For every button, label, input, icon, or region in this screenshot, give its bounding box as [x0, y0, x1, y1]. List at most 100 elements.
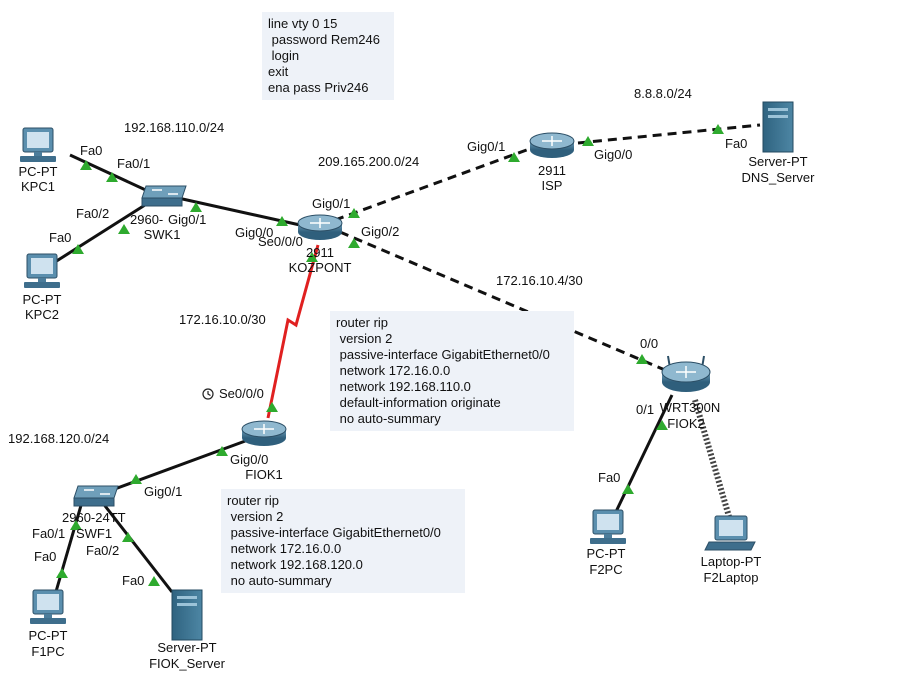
pc-f1pc[interactable]	[30, 589, 66, 624]
wireless-router-icon	[661, 355, 711, 392]
router-icon	[297, 214, 343, 240]
note-line: default-information originate	[336, 395, 501, 410]
port-status-icon	[622, 484, 634, 494]
device-name: DNS_Server	[742, 170, 816, 185]
port-status-icon	[130, 474, 142, 484]
network-label: 8.8.8.0/24	[634, 86, 692, 101]
port-label: Gig0/0	[594, 147, 632, 162]
port-label: Fa0/2	[76, 206, 109, 221]
device-name: FIOK1	[245, 467, 283, 482]
port-label: Fa0	[49, 230, 71, 245]
device-name: FIOK2	[667, 416, 705, 431]
port-label: Gig0/1	[168, 212, 206, 227]
link-kpc1-swk1[interactable]	[69, 153, 151, 194]
server-icon	[171, 589, 203, 641]
device-type: PC-PT	[19, 164, 58, 179]
port-status-icon	[656, 420, 668, 430]
note-line: no auto-summary	[227, 573, 332, 588]
link-kozpont-fiok1-serial[interactable]	[266, 244, 320, 419]
pc-f2pc[interactable]	[590, 509, 626, 544]
network-label: 172.16.10.0/30	[179, 312, 266, 327]
port-indicators	[56, 124, 724, 586]
port-label: Fa0	[34, 549, 56, 564]
link-kozpont-isp[interactable]	[334, 146, 533, 222]
device-labels: PC-PT KPC1 PC-PT KPC2 2960- SWK1 2911 KO…	[19, 154, 816, 671]
port-status-icon	[266, 402, 278, 412]
device-type: 2960-24TT	[62, 510, 126, 525]
port-status-icon	[118, 224, 130, 234]
port-label: Fa0/2	[86, 543, 119, 558]
note-line: exit	[268, 64, 289, 79]
device-name: KOZPONT	[289, 260, 352, 275]
port-status-icon	[216, 446, 228, 456]
port-status-icon	[582, 136, 594, 146]
port-label: Gig0/0	[235, 225, 273, 240]
port-label: Se0/0/0	[219, 386, 264, 401]
switch-swk1[interactable]	[141, 185, 187, 207]
network-label: 192.168.120.0/24	[8, 431, 109, 446]
port-label: 0/1	[636, 402, 654, 417]
port-label: Gig0/1	[467, 139, 505, 154]
note-line: version 2	[227, 509, 284, 524]
server-dns[interactable]	[762, 101, 794, 153]
port-label: Gig0/2	[361, 224, 399, 239]
device-type: WRT300N	[660, 400, 720, 415]
port-status-icon	[348, 208, 360, 218]
device-name: F2Laptop	[704, 570, 759, 585]
note-rip-kozpont: router rip version 2 passive-interface G…	[330, 311, 574, 431]
device-name: F2PC	[589, 562, 622, 577]
port-label: Fa0/1	[117, 156, 150, 171]
switch-icon	[141, 185, 187, 207]
port-status-icon	[508, 152, 520, 162]
clock-icon	[202, 388, 214, 400]
port-status-icon	[190, 202, 202, 212]
laptop-f2laptop[interactable]	[704, 515, 756, 551]
router-fiok2[interactable]	[661, 355, 711, 392]
server-fiok[interactable]	[171, 589, 203, 641]
port-status-icon	[122, 532, 134, 542]
device-type: PC-PT	[587, 546, 626, 561]
port-status-icon	[148, 576, 160, 586]
link-swf1-f1pc[interactable]	[53, 501, 84, 596]
link-kpc2-swk1[interactable]	[54, 203, 146, 264]
pc-kpc1[interactable]	[20, 127, 56, 162]
device-name: SWF1	[76, 526, 112, 541]
device-name: FIOK_Server	[149, 656, 226, 671]
device-name: ISP	[542, 178, 563, 193]
note-line: line vty 0 15	[268, 16, 338, 31]
laptop-icon	[704, 515, 756, 551]
port-labels: Fa0 Fa0/1 Fa0/2 Fa0 Gig0/1 Gig0/0 Gig0/1…	[32, 136, 747, 588]
network-labels: 192.168.110.0/24 209.165.200.0/24 8.8.8.…	[8, 86, 692, 446]
note-line: login	[268, 48, 300, 63]
link-swf1-server[interactable]	[100, 501, 174, 593]
pc-kpc2[interactable]	[24, 253, 60, 288]
router-isp[interactable]	[529, 132, 575, 158]
port-status-icon	[106, 172, 118, 182]
device-type: PC-PT	[29, 628, 68, 643]
note-line: ena pass Priv246	[268, 80, 369, 95]
link-fiok2-f2pc[interactable]	[610, 394, 674, 521]
network-label: 192.168.110.0/24	[124, 120, 224, 135]
device-name: KPC1	[21, 179, 55, 194]
device-name: KPC2	[25, 307, 59, 322]
device-type: Laptop-PT	[701, 554, 762, 569]
network-label: 209.165.200.0/24	[318, 154, 419, 169]
link-isp-dns[interactable]	[577, 123, 761, 145]
note-line: router rip	[227, 493, 280, 508]
device-type: 2960-	[130, 212, 163, 227]
link-fiok2-laptop-wireless[interactable]	[692, 399, 733, 521]
note-rip-fiok1: router rip version 2 passive-interface G…	[221, 489, 465, 593]
pc-icon	[24, 253, 60, 288]
device-name: F1PC	[31, 644, 64, 659]
port-status-icon	[70, 520, 82, 530]
port-status-icon	[276, 216, 288, 226]
device-type: 2911	[538, 163, 566, 178]
router-fiok1[interactable]	[241, 420, 287, 446]
port-label: Gig0/1	[144, 484, 182, 499]
switch-swf1[interactable]	[73, 485, 119, 507]
device-name: SWK1	[144, 227, 181, 242]
note-line: network 172.16.0.0	[336, 363, 451, 378]
note-line: network 172.16.0.0	[227, 541, 342, 556]
router-kozpont[interactable]	[297, 214, 343, 240]
